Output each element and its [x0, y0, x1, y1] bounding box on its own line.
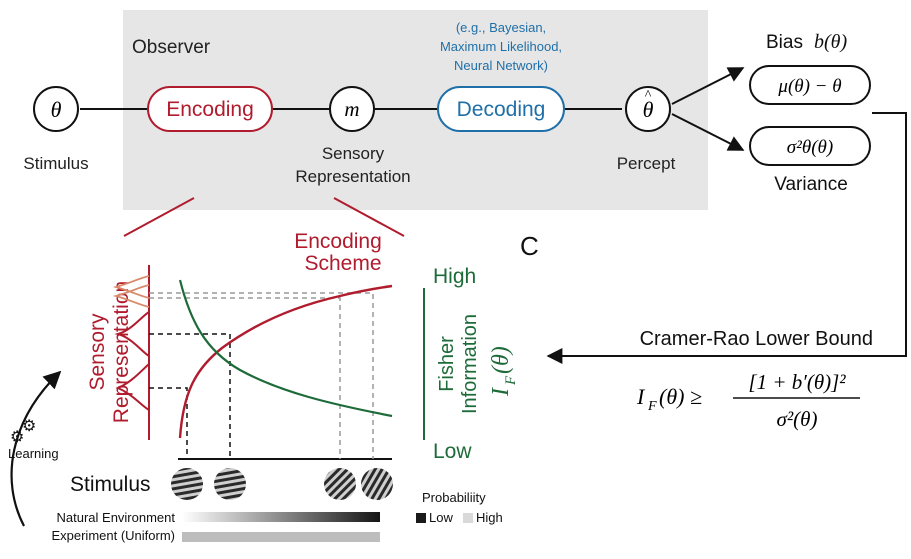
observer-title: Observer: [132, 37, 211, 58]
variance-label: Variance: [774, 174, 848, 195]
arrow-to-bias: [671, 67, 745, 105]
fisher-high: High: [433, 265, 476, 288]
bound-arrow: [546, 112, 907, 364]
bias-function: b(θ): [814, 31, 847, 53]
fisher-low: Low: [433, 440, 472, 463]
learning-arrow: [10, 370, 62, 527]
bound-numerator: [1 + b′(θ)]²: [748, 370, 846, 394]
percept-hat: ^: [645, 88, 652, 103]
percept-node: [625, 86, 671, 132]
decoding-example-1: (e.g., Bayesian,: [456, 20, 546, 35]
grating-1: [171, 468, 203, 500]
fisher-label-2: Information: [459, 314, 481, 414]
legend-low-label: Low: [429, 510, 453, 525]
guides-light: [149, 292, 374, 459]
sensory-label-2: Representation: [295, 167, 410, 186]
likelihood-bump-mid: [114, 311, 150, 357]
decoding-example-2: Maximum Likelihood,: [440, 39, 562, 54]
bias-formula: μ(θ) − θ: [777, 76, 841, 97]
gear-icon-small: ⚙: [10, 429, 24, 446]
encoding-box: [147, 86, 273, 132]
variance-box: [749, 126, 871, 166]
prior-experiment-label: Experiment (Uniform): [51, 528, 175, 543]
guide-high-1: [149, 297, 341, 459]
percept-label: Percept: [617, 154, 676, 173]
encoding-curve: [178, 284, 393, 439]
bias-box: [749, 65, 871, 105]
decoding-label: Decoding: [457, 98, 546, 121]
sensory-axis-label-2: Representation: [110, 281, 133, 423]
grating-4: [361, 468, 393, 500]
guide-low: [149, 387, 188, 459]
guide-mid: [149, 333, 231, 459]
probability-title: Probabiliity: [422, 490, 486, 505]
variance-formula: σ²θ(θ): [787, 137, 833, 158]
likelihood-bump-top-1: [112, 275, 150, 299]
decoding-box: [437, 86, 565, 132]
fisher-label-1: Fisher: [436, 336, 458, 392]
scheme-label-2: Scheme: [304, 252, 381, 275]
prior-experiment-bar: [182, 532, 380, 542]
bound-lhs-sub: F: [647, 399, 657, 414]
fisher-symbol-arg: (θ): [488, 346, 514, 374]
grating-2: [214, 468, 246, 500]
bound-lhs-arg: (θ) ≥: [659, 384, 702, 409]
sensory-label-1: Sensory: [322, 144, 385, 163]
gear-icon-large: ⚙: [22, 418, 36, 435]
stimulus-node: [33, 86, 79, 132]
legend-high-swatch: [463, 513, 473, 523]
panel-letter: C: [520, 231, 539, 261]
prior-natural-bar: [182, 512, 380, 522]
likelihood-bump-low: [115, 363, 150, 411]
decoding-example-3: Neural Network): [454, 58, 548, 73]
decoding-examples: (e.g., Bayesian, Maximum Likelihood, Neu…: [440, 20, 562, 73]
fisher-symbol: I F (θ): [488, 346, 519, 397]
fisher-curve: [178, 279, 393, 418]
stimulus-axis-label: Stimulus: [70, 473, 151, 496]
bound-lhs: I: [636, 384, 646, 409]
learning-label: Learning: [8, 446, 59, 461]
fisher-symbol-sub: F: [503, 375, 519, 386]
stimulus-symbol: θ: [51, 97, 62, 122]
fisher-symbol-i: I: [488, 387, 514, 397]
sensory-symbol: m: [344, 97, 359, 121]
encoding-label: Encoding: [166, 98, 254, 121]
bias-label: Bias: [766, 32, 803, 53]
bound-denominator: σ²(θ): [777, 407, 818, 431]
guides-dark: [149, 333, 231, 459]
sensory-axis-label-1: Sensory: [86, 313, 109, 391]
zoom-line-left: [123, 197, 195, 237]
legend-low-swatch: [416, 513, 426, 523]
guide-high-2: [149, 292, 374, 459]
scheme-label-1: Encoding: [294, 230, 382, 253]
arrow-to-variance: [671, 113, 745, 151]
gear-icon: ⚙ ⚙: [10, 418, 36, 446]
zoom-line-right: [333, 197, 405, 237]
likelihood-bump-top-2: [112, 284, 150, 308]
sensory-node: [329, 86, 375, 132]
percept-symbol: θ: [643, 97, 654, 122]
bound-formula: I F (θ) ≥ [1 + b′(θ)]² σ²(θ): [636, 370, 860, 431]
prior-natural-label: Natural Environment: [57, 510, 176, 525]
stimulus-label: Stimulus: [23, 154, 88, 173]
bound-label: Cramer-Rao Lower Bound: [640, 328, 873, 350]
gratings: [171, 468, 393, 500]
grating-3: [324, 468, 356, 500]
legend-high-label: High: [476, 510, 503, 525]
